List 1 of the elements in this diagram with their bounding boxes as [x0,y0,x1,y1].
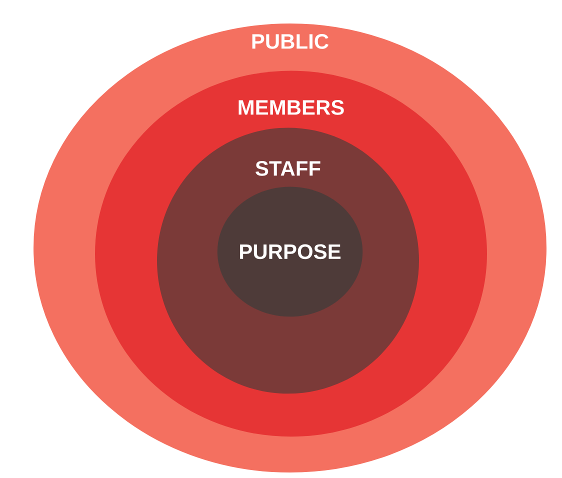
ring: PURPOSE [217,186,363,317]
